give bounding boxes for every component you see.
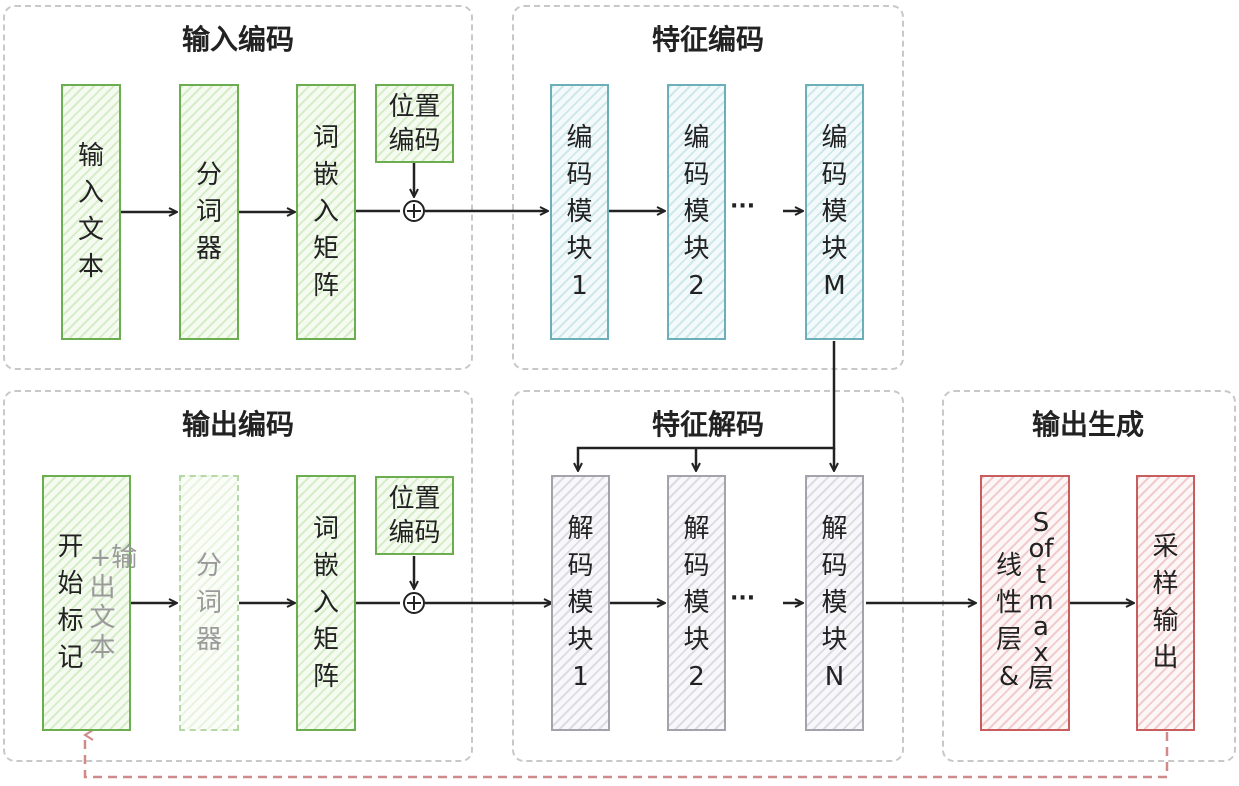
start-token-label: 开始标记 <box>57 532 84 673</box>
encoder-positional-encoding-label: 位置编码 <box>388 91 441 156</box>
input-encoding-title: 输入编码 <box>181 23 295 56</box>
encoder-embedding-label: 词嵌入矩阵 <box>313 122 340 301</box>
encoder-ellipsis: ··· <box>730 194 756 219</box>
encoder-tokenizer-label: 分词器 <box>196 159 223 264</box>
decoder-block-2: 解码模块2 <box>667 475 726 731</box>
output-text-label: +输出文本 <box>89 543 138 663</box>
softmax-layer-label: Softmax层 <box>1028 508 1055 694</box>
decoder-tokenizer-block: 分词器 <box>179 475 239 731</box>
decoder-add-icon <box>403 592 425 614</box>
decoder-embedding-label: 词嵌入矩阵 <box>313 513 340 692</box>
encoder-block-m: 编码模块M <box>805 84 864 340</box>
encoder-tokenizer-block: 分词器 <box>179 84 239 340</box>
output-encoding-group <box>3 390 473 762</box>
linear-softmax-block: 线性层& Softmax层 <box>980 475 1070 731</box>
feature-encoding-title: 特征编码 <box>651 23 765 56</box>
output-encoding-title: 输出编码 <box>181 408 295 441</box>
feature-decoding-group <box>512 390 904 762</box>
start-token-block: 开始标记 +输出文本 <box>42 475 138 731</box>
decoder-block-2-label: 解码模块2 <box>683 513 710 692</box>
input-text-block: 输入文本 <box>61 84 121 340</box>
sampling-output-label: 采样输出 <box>1152 532 1179 673</box>
encoder-embedding-block: 词嵌入矩阵 <box>296 84 356 340</box>
decoder-tokenizer-label: 分词器 <box>196 550 223 655</box>
encoder-block-2-label: 编码模块2 <box>683 122 710 301</box>
decoder-ellipsis: ··· <box>730 586 756 611</box>
encoder-block-1-label: 编码模块1 <box>566 122 593 301</box>
decoder-block-n-label: 解码模块N <box>821 513 848 692</box>
decoder-block-1: 解码模块1 <box>551 475 610 731</box>
decoder-block-n: 解码模块N <box>805 475 864 731</box>
encoder-add-icon <box>403 200 425 222</box>
feature-encoding-group <box>512 5 904 370</box>
output-generation-group <box>942 390 1236 762</box>
encoder-positional-encoding-block: 位置编码 <box>375 84 454 163</box>
output-generation-title: 输出生成 <box>1031 408 1145 441</box>
linear-layer-label: 线性层& <box>996 551 1023 692</box>
encoder-block-2: 编码模块2 <box>667 84 726 340</box>
input-encoding-group <box>3 5 473 370</box>
encoder-block-m-label: 编码模块M <box>821 122 848 301</box>
input-text-label: 输入文本 <box>78 141 105 282</box>
decoder-block-1-label: 解码模块1 <box>567 513 594 692</box>
sampling-output-block: 采样输出 <box>1136 475 1195 731</box>
decoder-positional-encoding-block: 位置编码 <box>375 476 454 555</box>
decoder-positional-encoding-label: 位置编码 <box>388 483 441 548</box>
encoder-block-1: 编码模块1 <box>550 84 609 340</box>
decoder-embedding-block: 词嵌入矩阵 <box>296 475 356 731</box>
feature-decoding-title: 特征解码 <box>651 408 765 441</box>
